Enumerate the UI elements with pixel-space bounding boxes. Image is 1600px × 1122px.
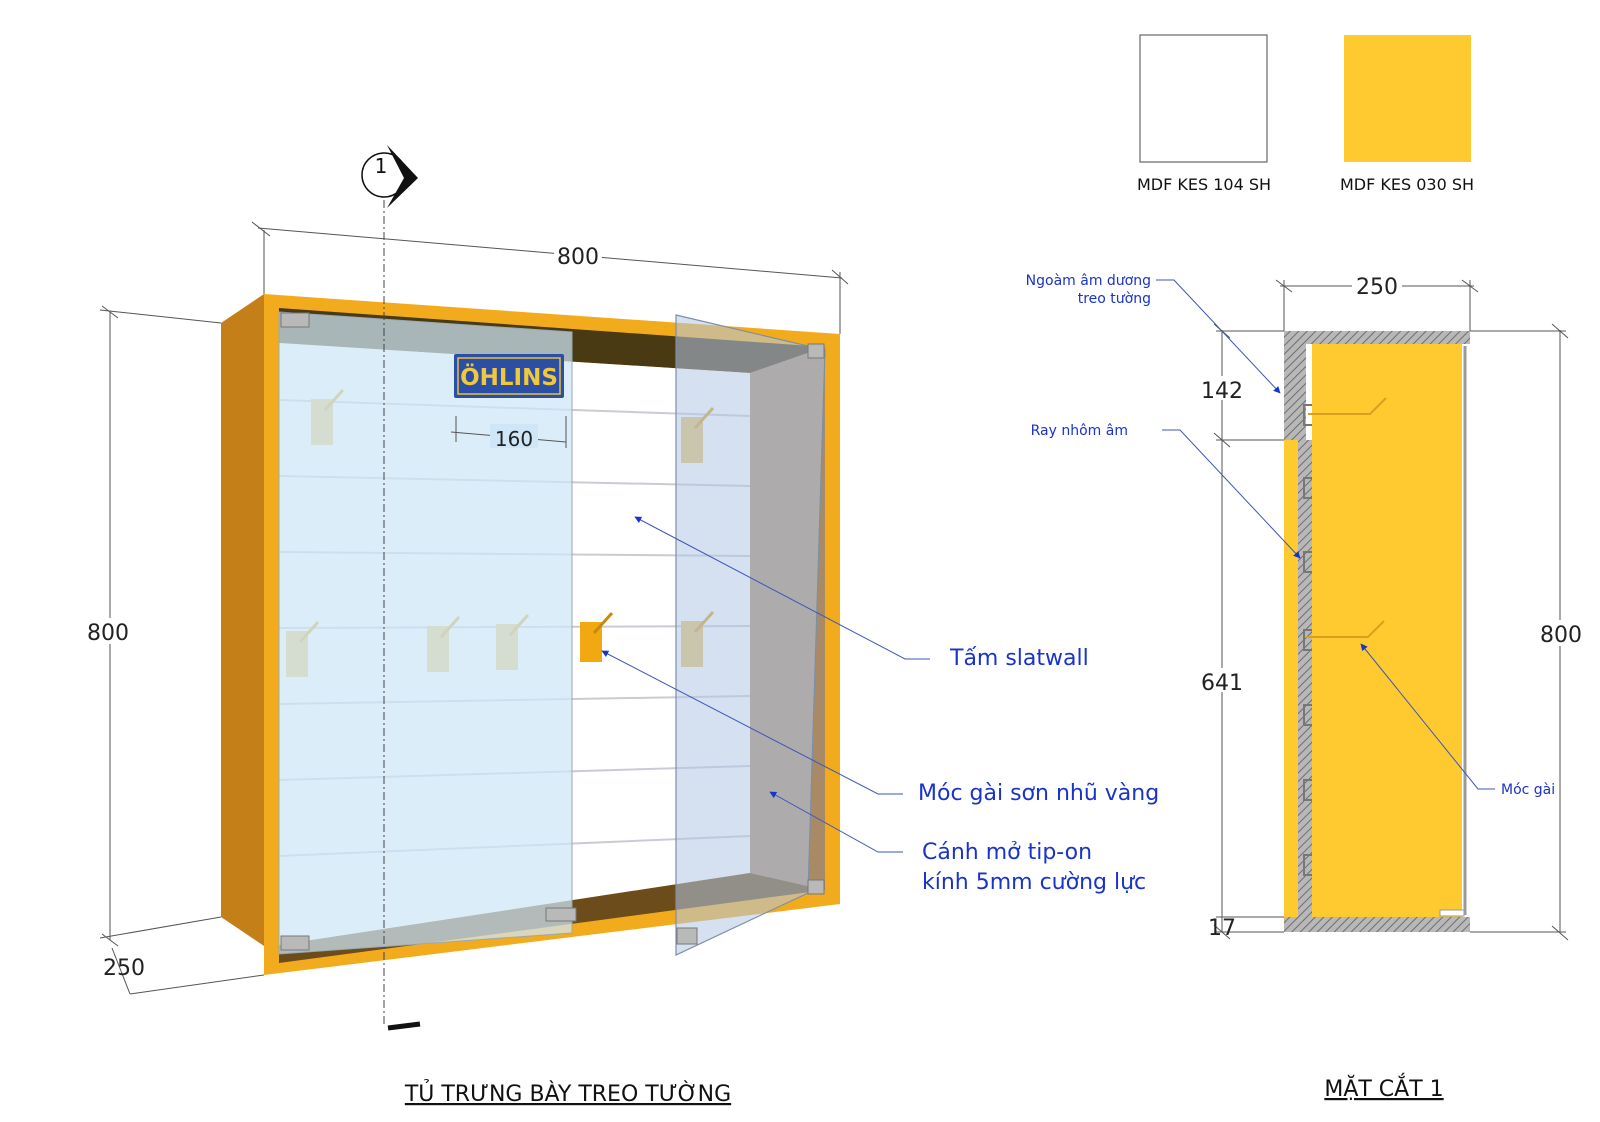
svg-text:1: 1	[375, 154, 388, 178]
cabinet-perspective: ÖHLINS	[221, 294, 840, 975]
glass-panel-left	[278, 311, 573, 955]
width-dimension: 800	[557, 245, 599, 270]
swatch-yellow-label: MDF KES 030 SH	[1340, 175, 1474, 194]
section-annotations: Ngoàm âm dương treo tường Ray nhôm âm Mó…	[1026, 273, 1556, 798]
section-top-offset: 142	[1201, 379, 1243, 404]
section-marker: 1	[361, 145, 421, 1031]
section-top-panel	[1284, 331, 1470, 344]
annotation-hooks: Móc gài sơn nhũ vàng	[918, 781, 1159, 806]
section-hook-icon	[1306, 397, 1387, 638]
annotation-hook: Móc gài	[1501, 782, 1555, 798]
cabinet-left-side	[221, 294, 264, 946]
section-back-panel-lower	[1298, 440, 1312, 917]
section-height-dimension: 800	[1540, 623, 1582, 648]
glass-door-open[interactable]	[675, 314, 826, 956]
section-dimensions: 250 800 142 641 17	[1200, 272, 1588, 941]
perspective-dimensions: 800 800 250 160	[84, 221, 849, 995]
slat-spacing-dimension: 160	[495, 427, 533, 451]
depth-dimension: 250	[103, 956, 145, 981]
section-cleat	[1284, 440, 1298, 917]
hook-icon	[580, 611, 614, 662]
section-mid-height: 641	[1201, 671, 1243, 696]
swatch-white-label: MDF KES 104 SH	[1137, 175, 1271, 194]
height-dimension: 800	[87, 621, 129, 646]
annotation-cleat-line2: treo tường	[1078, 291, 1151, 307]
annotation-door-line1: Cánh mở tip-on	[922, 840, 1092, 865]
svg-text:ÖHLINS: ÖHLINS	[460, 363, 558, 391]
annotation-slatwall: Tấm slatwall	[949, 646, 1089, 671]
annotation-door-line2: kính 5mm cường lực	[922, 870, 1146, 895]
section-bottom-panel	[1284, 917, 1470, 932]
perspective-title: TỦ TRƯNG BÀY TREO TƯỜNG	[404, 1079, 731, 1107]
swatch-yellow	[1344, 35, 1471, 162]
section-depth-dimension: 250	[1356, 275, 1398, 300]
glass-clips	[280, 312, 825, 951]
annotation-cleat-line1: Ngoàm âm dương	[1026, 273, 1151, 289]
ohlins-logo: ÖHLINS	[454, 354, 564, 398]
perspective-annotations: Tấm slatwall Móc gài sơn nhũ vàng Cánh m…	[601, 516, 1159, 895]
material-legend: MDF KES 104 SH MDF KES 030 SH	[1137, 34, 1474, 194]
section-bottom-dimension: 17	[1208, 916, 1236, 941]
section-view	[1284, 331, 1470, 932]
section-back-panel	[1284, 331, 1306, 446]
section-interior	[1312, 344, 1462, 917]
swatch-white	[1139, 34, 1268, 163]
annotation-rail: Ray nhôm âm	[1031, 423, 1128, 439]
section-title: MẶT CẮT 1	[1324, 1073, 1443, 1102]
